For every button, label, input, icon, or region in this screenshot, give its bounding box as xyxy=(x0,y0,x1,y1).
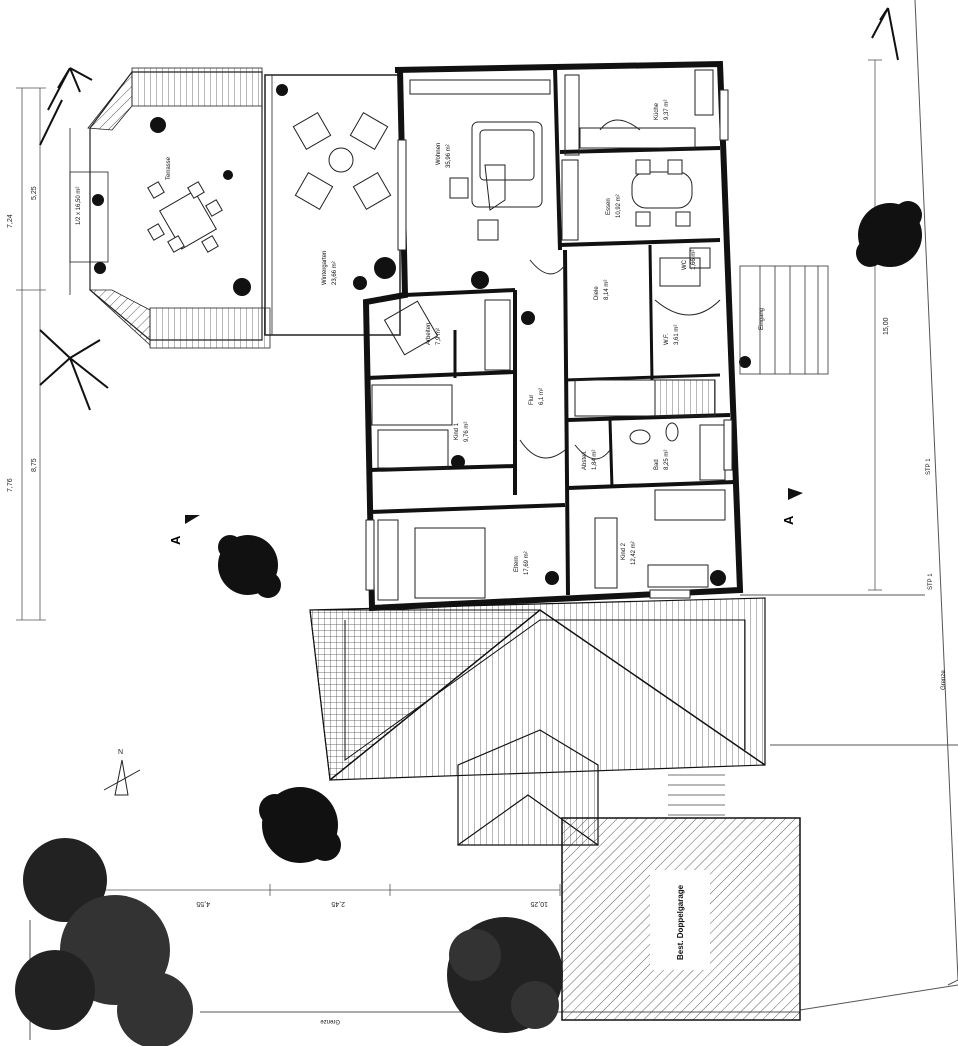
room-area-kind1: 9,76 m² xyxy=(464,422,470,442)
room-area-arbeiten: 7,9 m² xyxy=(436,328,442,345)
room-name-bad: Bad xyxy=(654,459,660,470)
room-name-arbeiten: Arbeiten xyxy=(426,323,432,345)
room-area-flur: 6,1 m² xyxy=(539,388,545,405)
room-area-abstell: 1,84 m² xyxy=(592,450,598,470)
dim-bottom-1: 4,55 xyxy=(196,900,210,907)
dim-bottom-2: 2,45 xyxy=(331,900,345,907)
room-name-eingang: Eingang xyxy=(759,308,765,330)
stp-label-2: STP 1 xyxy=(928,573,934,590)
room-area-wohnen: 35,96 m² xyxy=(446,144,452,168)
room-area-essen: 10,92 m² xyxy=(616,194,622,218)
section-right-arrow xyxy=(788,488,803,500)
section-left-arrow xyxy=(185,515,200,524)
room-area-kueche: 9,37 m² xyxy=(664,100,670,120)
room-name-diele: Diele xyxy=(594,286,600,300)
property-boundary xyxy=(29,0,958,1040)
room-name-wc: WC xyxy=(682,259,688,270)
dimension-labels: 7,24 5,25 7,76 8,75 15,00 4,55 2,45 10,2… xyxy=(7,186,890,907)
section-left-label: A xyxy=(168,535,183,545)
stp-label-1: STP 1 xyxy=(926,458,932,475)
garage-steps xyxy=(668,774,725,816)
room-name-wf: W.F. xyxy=(664,333,670,345)
room-name-essen: Essen xyxy=(606,198,612,215)
dim-left-outer-1: 7,24 xyxy=(7,214,14,228)
terrace xyxy=(69,67,271,349)
furniture xyxy=(371,69,726,601)
room-name-kind2: Kind 2 xyxy=(621,542,627,560)
section-right-label: A xyxy=(781,515,796,525)
room-name-terrasse: Terrasse xyxy=(166,156,172,180)
room-name-abstell: Abstell. xyxy=(582,450,588,470)
room-name-wintergarten: Wintergarten xyxy=(322,251,328,285)
plants xyxy=(451,271,751,586)
dim-left-outer-2: 7,76 xyxy=(7,478,14,492)
windows xyxy=(365,89,733,599)
entrance-steps xyxy=(739,265,829,375)
north-label: N xyxy=(118,749,123,756)
room-name-wohnen: Wohnen xyxy=(436,143,442,165)
room-area-bad: 8,25 m² xyxy=(664,450,670,470)
dining-table xyxy=(635,159,691,227)
room-labels: Terrasse 1/2 x 16,50 m² Wintergarten 23,… xyxy=(76,100,765,960)
dim-left-inner-2: 8,75 xyxy=(31,458,38,472)
roof xyxy=(309,597,766,846)
wintergarten xyxy=(264,74,401,336)
room-area-wf: 3,61 m² xyxy=(674,325,680,345)
room-name-kind1: Kind 1 xyxy=(454,422,460,440)
building-walls xyxy=(362,60,744,612)
room-name-flur: Flur xyxy=(529,395,535,405)
room-area-wintergarten: 23,66 m² xyxy=(332,261,338,285)
dim-right: 15,00 xyxy=(883,317,890,335)
grenze-right-label: Grenze xyxy=(941,670,947,690)
room-area-terrasse: 1/2 x 16,50 m² xyxy=(76,187,82,225)
room-area-wc: 1,66 m² xyxy=(691,250,697,270)
room-name-kueche: Küche xyxy=(654,102,660,120)
trees xyxy=(15,201,922,1046)
dim-left-inner-1: 5,25 xyxy=(31,186,38,200)
dim-bottom-3: 10,25 xyxy=(530,900,548,907)
room-area-eltern: 17,69 m² xyxy=(524,551,530,575)
garage-label-bg xyxy=(650,870,710,970)
room-area-diele: 8,14 m² xyxy=(604,280,610,300)
north-arrow xyxy=(103,759,141,796)
room-area-kind2: 12,42 m² xyxy=(631,541,637,565)
room-name-eltern: Eltern xyxy=(514,556,520,572)
grenze-bottom-label: Grenze xyxy=(320,1018,340,1024)
shrubs xyxy=(39,7,899,411)
garage-label: Best. Doppelgarage xyxy=(676,884,685,960)
